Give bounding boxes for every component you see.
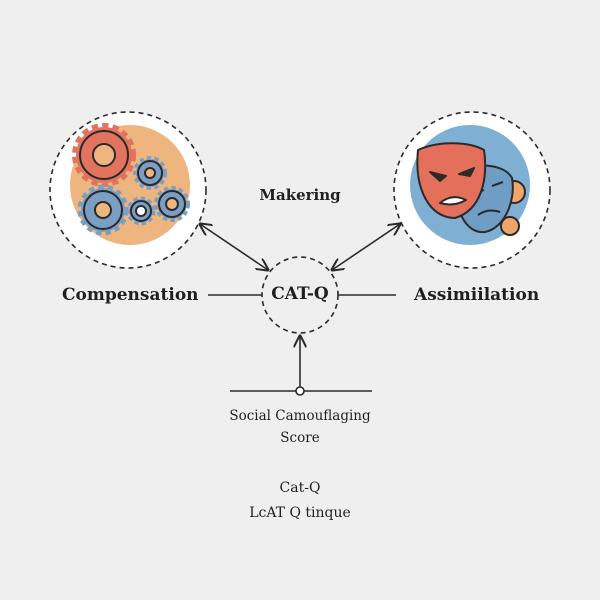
score-caption-line1: Social Camouflaging <box>229 408 371 424</box>
compensation-label: Compensation <box>62 285 199 305</box>
footer-line1: Cat-Q <box>279 480 321 496</box>
catq-label: CAT-Q <box>271 284 329 304</box>
footer-line2: LcAT Q tinque <box>249 505 351 521</box>
assimilation-label: Assimiilation <box>414 285 540 305</box>
assimilation-node <box>393 111 551 269</box>
red-mask <box>416 142 487 219</box>
arrow-assimilation-catq <box>332 224 400 270</box>
gears-icon <box>72 123 190 236</box>
makering-label: Makering <box>259 186 341 204</box>
compensation-node <box>49 111 207 269</box>
arrow-compensation-catq <box>200 224 268 270</box>
theater-masks-icon <box>416 142 526 236</box>
mask-orange-dot-2 <box>500 216 520 236</box>
score-caption-line2: Score <box>280 430 320 446</box>
score-node-dot <box>295 386 305 396</box>
score-caption: Social Camouflaging Score <box>229 405 370 449</box>
